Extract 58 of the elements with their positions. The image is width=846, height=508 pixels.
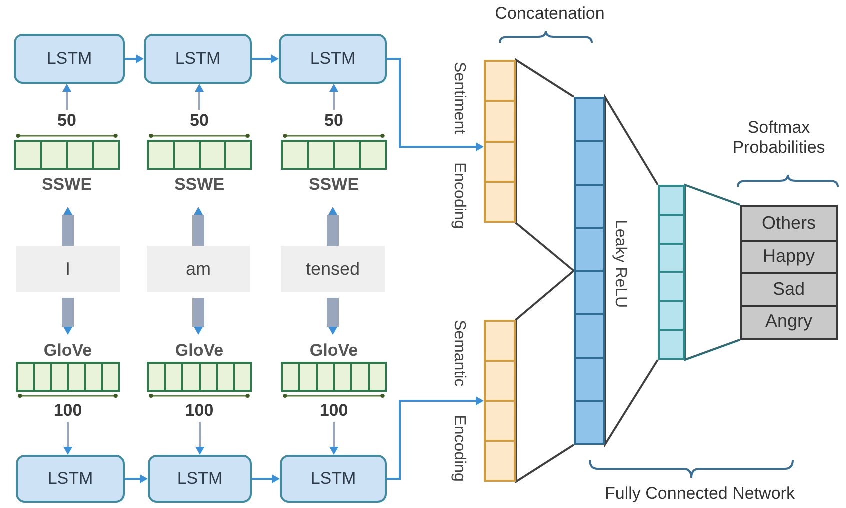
arrow — [192, 207, 204, 246]
vector-label: GloVe — [174, 340, 225, 362]
dimension-label: 50 — [189, 110, 210, 132]
dimension-label: 100 — [184, 400, 215, 422]
connection-line — [684, 184, 741, 362]
dimension-label: 100 — [52, 400, 84, 422]
encoding-vector — [484, 60, 516, 223]
arrow — [125, 55, 144, 63]
dimension-label: 100 — [318, 400, 350, 422]
output-table — [740, 205, 838, 340]
word-box: I — [16, 246, 120, 292]
vertical-label: Sentiment Encoding — [450, 62, 468, 230]
class-label: Angry — [742, 304, 836, 337]
lstm-box: LSTM — [279, 34, 387, 84]
lstm-box: LSTM — [14, 34, 125, 84]
annotation-label: Softmax Probabilities — [732, 118, 826, 158]
lstm-box: LSTM — [148, 455, 252, 503]
word-box: tensed — [281, 246, 385, 292]
arrow — [196, 84, 204, 110]
dimension-label: 50 — [324, 110, 344, 132]
connection-line — [515, 270, 575, 484]
class-label: Happy — [742, 240, 836, 272]
vector-label: SSWE — [173, 174, 226, 196]
layer-vector — [574, 97, 605, 445]
class-label: Others — [742, 207, 836, 240]
arrow — [63, 84, 71, 110]
connection-line — [515, 58, 575, 272]
arrow — [196, 422, 204, 455]
vertical-label: Semantic Encoding — [450, 320, 468, 482]
vector-label: SSWE — [308, 174, 360, 196]
encoding-vector — [484, 320, 516, 482]
dimension-label: 50 — [56, 110, 78, 132]
layer-vector — [658, 185, 685, 360]
class-label: Sad — [742, 272, 836, 304]
word-box: am — [147, 246, 250, 292]
arrow — [327, 207, 339, 246]
lstm-box: LSTM — [16, 455, 125, 503]
annotation-label: Fully Connected Network — [604, 484, 796, 504]
arrow — [387, 397, 484, 480]
arrow — [387, 58, 484, 151]
arrow — [62, 207, 74, 246]
arrow — [330, 422, 338, 455]
lstm-box: LSTM — [144, 34, 252, 84]
vertical-label: Leaky ReLU — [611, 220, 629, 308]
arrow — [252, 55, 279, 63]
arrow — [62, 298, 74, 335]
arrow — [125, 475, 148, 483]
arrow — [327, 298, 339, 335]
arrow — [192, 298, 204, 335]
vector-label: GloVe — [42, 340, 94, 362]
arrow — [330, 84, 338, 110]
vector-label: GloVe — [308, 340, 360, 362]
connection-line — [604, 93, 659, 448]
arrow — [252, 475, 280, 483]
arrow — [64, 422, 72, 455]
annotation-label: Concatenation — [494, 4, 606, 24]
lstm-box: LSTM — [280, 455, 387, 503]
vector-label: SSWE — [40, 174, 94, 196]
